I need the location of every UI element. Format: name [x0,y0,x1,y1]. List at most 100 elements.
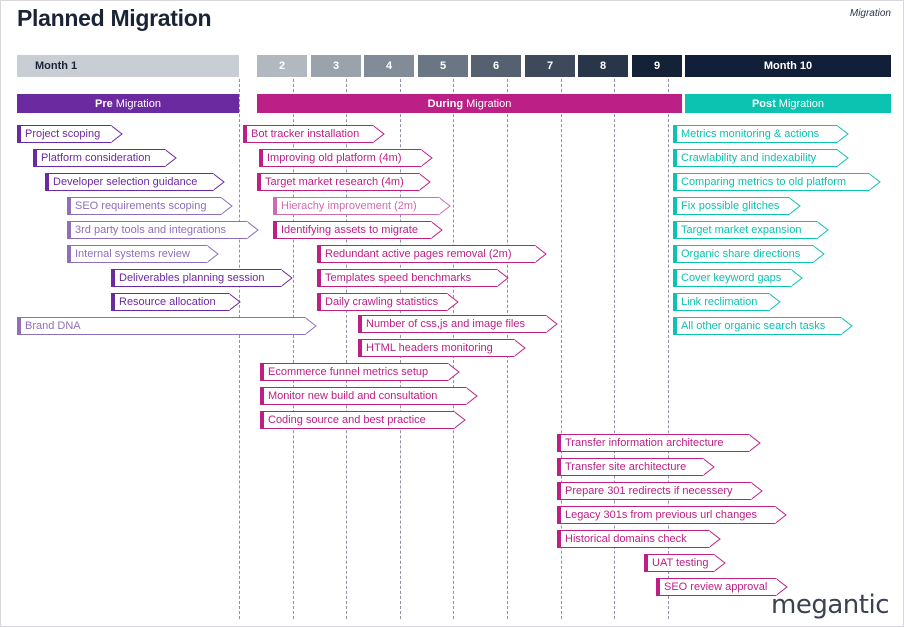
task-bar-cap [45,173,49,191]
task-bar[interactable]: Coding source and best practice [260,411,466,429]
task-bar[interactable]: Templates speed benchmarks [317,269,509,287]
task-bar[interactable]: 3rd party tools and integrations [67,221,259,239]
task-bar[interactable]: Bot tracker installation [243,125,385,143]
task-bar[interactable]: Link reclimation [673,293,781,311]
task-bar-cap [557,506,561,524]
month-cell-2[interactable]: 2 [257,55,307,77]
task-bar-label: Organic share directions [681,248,801,260]
task-bar[interactable]: Brand DNA [17,317,317,335]
task-bar[interactable]: Improving old platform (4m) [259,149,433,167]
task-bar-label: Comparing metrics to old platform [681,176,847,188]
month-cell-3[interactable]: 3 [311,55,361,77]
task-bar-label: Link reclimation [681,296,758,308]
task-bar-cap [273,221,277,239]
month-cell-5[interactable]: 5 [418,55,468,77]
task-bar[interactable]: Redundant active pages removal (2m) [317,245,547,263]
task-bar[interactable]: Resource allocation [111,293,241,311]
task-bar[interactable]: Metrics monitoring & actions [673,125,849,143]
task-bar[interactable]: Identifying assets to migrate [273,221,443,239]
task-bar-label: Prepare 301 redirects if necessery [565,485,733,497]
task-bar[interactable]: Project scoping [17,125,123,143]
arrow-point-icon [817,221,829,239]
task-bar[interactable]: UAT testing [644,554,726,572]
arrow-point-icon [535,245,547,263]
task-bar-label: Resource allocation [119,296,216,308]
task-bar[interactable]: Number of css,js and image files [358,315,558,333]
task-bar[interactable]: Target market expansion [673,221,829,239]
gridline-9 [668,79,669,619]
task-bar[interactable]: Prepare 301 redirects if necessery [557,482,763,500]
task-bar[interactable]: Hierachy improvement (2m) [273,197,451,215]
arrow-point-icon [703,458,715,476]
task-bar-label: Bot tracker installation [251,128,360,140]
task-bar-label: Number of css,js and image files [366,318,525,330]
task-bar-cap [673,269,677,287]
arrow-point-icon [221,197,233,215]
task-bar[interactable]: Transfer site architecture [557,458,715,476]
task-bar[interactable]: Cover keyword gaps [673,269,803,287]
phase-band-label: Migration [778,97,825,110]
task-bar-label: SEO requirements scoping [75,200,207,212]
task-bar[interactable]: Legacy 301s from previous url changes [557,506,787,524]
task-bar-cap [358,339,362,357]
task-bar[interactable]: Historical domains check [557,530,721,548]
phase-band-bold-label: Pre [95,97,113,110]
task-bar-label: Legacy 301s from previous url changes [565,509,757,521]
task-bar[interactable]: SEO requirements scoping [67,197,233,215]
task-bar[interactable]: Daily crawling statistics [317,293,459,311]
task-bar[interactable]: Crawlability and indexability [673,149,849,167]
task-bar-cap [656,578,660,596]
task-bar[interactable]: Target market research (4m) [257,173,431,191]
month-cell-10[interactable]: Month 10 [685,55,891,77]
task-bar[interactable]: Comparing metrics to old platform [673,173,881,191]
task-bar[interactable]: Ecommerce funnel metrics setup [260,363,460,381]
task-bar-label: Target market expansion [681,224,802,236]
arrow-point-icon [454,411,466,429]
task-bar-label: Brand DNA [25,320,81,332]
task-bar[interactable]: Internal systems review [67,245,219,263]
task-bar-cap [673,221,677,239]
month-cell-6[interactable]: 6 [471,55,521,77]
gridline-2 [293,79,294,619]
arrow-point-icon [466,387,478,405]
arrow-point-icon [447,293,459,311]
month-cell-7[interactable]: 7 [525,55,575,77]
task-bar[interactable]: Fix possible glitches [673,197,801,215]
task-bar-cap [67,197,71,215]
task-bar-label: Developer selection guidance [53,176,198,188]
task-bar[interactable]: All other organic search tasks [673,317,853,335]
gridline-8 [614,79,615,619]
task-bar[interactable]: Transfer information architecture [557,434,761,452]
task-bar-label: Monitor new build and consultation [268,390,438,402]
task-bar-cap [259,149,263,167]
task-bar-label: Redundant active pages removal (2m) [325,248,512,260]
task-bar[interactable]: Organic share directions [673,245,825,263]
task-bar-label: Project scoping [25,128,101,140]
task-bar-label: HTML headers monitoring [366,342,493,354]
month-cell-8[interactable]: 8 [578,55,628,77]
task-bar[interactable]: HTML headers monitoring [358,339,526,357]
task-bar[interactable]: Platform consideration [33,149,177,167]
arrow-point-icon [775,506,787,524]
task-bar-label: Transfer information architecture [565,437,724,449]
arrow-point-icon [281,269,293,287]
task-bar-label: Target market research (4m) [265,176,404,188]
arrow-point-icon [546,315,558,333]
task-bar-cap [243,125,247,143]
task-bar-label: Transfer site architecture [565,461,687,473]
arrow-point-icon [837,125,849,143]
month-cell-4[interactable]: 4 [364,55,414,77]
task-bar[interactable]: Deliverables planning session [111,269,293,287]
task-bar-cap [673,245,677,263]
month-cell-1[interactable]: Month 1 [17,55,239,77]
task-bar[interactable]: Monitor new build and consultation [260,387,478,405]
month-cell-9[interactable]: 9 [632,55,682,77]
task-bar-label: Templates speed benchmarks [325,272,472,284]
task-bar-cap [673,197,677,215]
task-bar[interactable]: Developer selection guidance [45,173,225,191]
task-bar[interactable]: SEO review approval [656,578,788,596]
